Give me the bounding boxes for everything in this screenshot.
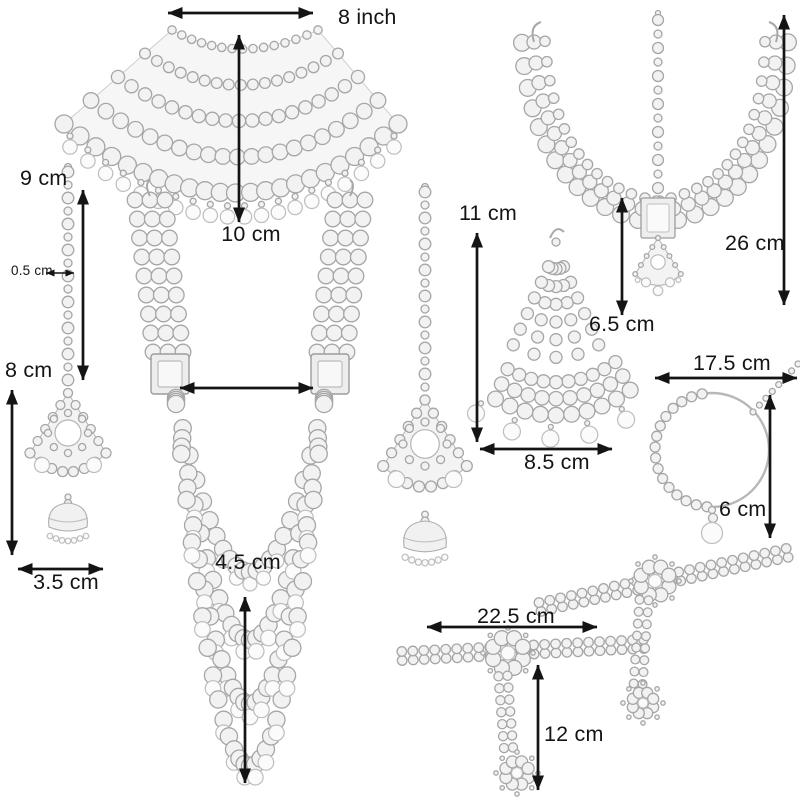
label-tikka-chain-width: 0.5 cm — [11, 263, 53, 278]
label-matha-patti-pendant-drop: 6.5 cm — [589, 312, 655, 336]
label-matha-patti-height: 26 cm — [725, 231, 785, 255]
label-tikka-pendant-width: 3.5 cm — [33, 570, 99, 594]
label-hand-harness-drop: 12 cm — [544, 722, 604, 746]
label-choker-width: 8 inch — [338, 5, 397, 29]
label-tikka-pendant-height: 8 cm — [5, 358, 53, 382]
label-tikka-chain-length: 9 cm — [20, 166, 68, 190]
maang-tikka-right — [377, 182, 473, 567]
label-nath-chain-width: 17.5 cm — [693, 351, 771, 375]
hand-harness-right — [533, 543, 794, 726]
label-nath-drop: 6 cm — [719, 497, 767, 521]
label-passa-height: 11 cm — [459, 201, 517, 225]
maang-tikka-left — [24, 162, 112, 545]
label-choker-height: 10 cm — [221, 222, 281, 246]
label-necklace-bottom-drop: 4.5 cm — [215, 550, 281, 574]
label-hand-harness-width: 22.5 cm — [477, 604, 555, 628]
label-passa-width: 8.5 cm — [524, 450, 590, 474]
